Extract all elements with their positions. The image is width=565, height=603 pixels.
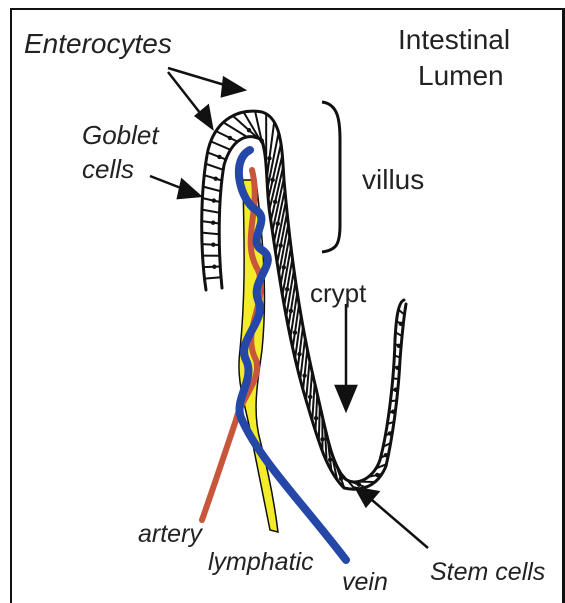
epithelial-cell-divider [202, 233, 219, 235]
cell-nucleus [278, 243, 282, 247]
cell-nucleus [391, 409, 395, 413]
cell-nucleus [285, 287, 289, 291]
lumen-title-line1: Intestinal [398, 26, 510, 54]
cell-nucleus [228, 136, 232, 140]
cell-nucleus [212, 265, 216, 269]
enterocytes-arrowhead [222, 78, 244, 96]
cell-nucleus [302, 373, 306, 377]
cell-nucleus [247, 128, 251, 132]
epithelial-cell-divider [315, 394, 317, 431]
cell-nucleus [273, 200, 277, 204]
epithelial-cell-divider [206, 164, 224, 170]
epithelial-cell-divider [390, 400, 396, 401]
epithelial-cell-divider [319, 405, 320, 441]
cell-nucleus [320, 437, 324, 441]
goblet-label-line2: cells [82, 156, 134, 182]
villus-label: villus [362, 166, 424, 194]
cell-nucleus [293, 330, 297, 334]
epithelial-cell-divider [204, 175, 222, 180]
cell-nucleus [357, 483, 361, 487]
cell-nucleus [384, 453, 388, 457]
annotation-arrows [150, 68, 428, 548]
cell-nucleus [393, 388, 397, 392]
epithelial-cell-divider [203, 187, 221, 192]
cell-nucleus [282, 265, 286, 269]
epithelial-cell-divider [211, 141, 231, 149]
epithelial-cell-divider [306, 360, 310, 400]
epithelial-cell-divider [309, 372, 312, 411]
enterocytes-label: Enterocytes [24, 30, 172, 58]
cell-nucleus [339, 476, 343, 480]
cell-nucleus [297, 352, 301, 356]
cell-nucleus [314, 416, 318, 420]
stem-cells-arrow-line [372, 500, 428, 548]
epithelial-cell-divider [202, 210, 220, 213]
artery-label: artery [138, 522, 202, 547]
epithelial-cell-divider [208, 152, 226, 159]
cell-nucleus [276, 222, 280, 226]
cell-nucleus [375, 473, 379, 477]
cell-nucleus [395, 366, 399, 370]
epithelial-cell-divider [233, 116, 258, 138]
cell-nucleus [259, 138, 263, 142]
cell-nucleus [399, 322, 403, 326]
crypt-arrowhead [336, 386, 356, 410]
epithelial-cell-divider [216, 131, 238, 141]
epithelial-cell-divider [393, 378, 399, 379]
enterocytes-arrow-line-2 [168, 72, 204, 118]
epithelial-cell-divider [203, 267, 220, 268]
epithelial-cell-divider [205, 277, 221, 278]
lumen-title-line2: Lumen [418, 62, 504, 90]
epithelial-cell-divider [202, 221, 220, 223]
goblet-arrowhead [178, 180, 200, 198]
cell-nucleus [397, 344, 401, 348]
cell-nucleus [211, 243, 215, 247]
crypt-label: crypt [310, 280, 366, 306]
villus-bracket [322, 102, 340, 252]
cell-nucleus [308, 395, 312, 399]
cell-nucleus [267, 156, 271, 160]
stem-cells-label: Stem cells [430, 560, 545, 585]
cell-nucleus [211, 220, 215, 224]
cell-nucleus [217, 155, 221, 159]
cell-nucleus [388, 431, 392, 435]
cell-nucleus [289, 309, 293, 313]
lymphatic-label: lymphatic [208, 550, 314, 575]
epithelial-cell-divider [202, 244, 219, 245]
cell-nucleus [270, 178, 274, 182]
goblet-label-line1: Goblet [82, 122, 159, 148]
epithelial-cell-divider [202, 198, 220, 202]
vein-label: vein [342, 570, 388, 595]
epithelial-cell-divider [312, 383, 314, 421]
cell-nucleus [213, 176, 217, 180]
cell-nucleus [212, 198, 216, 202]
